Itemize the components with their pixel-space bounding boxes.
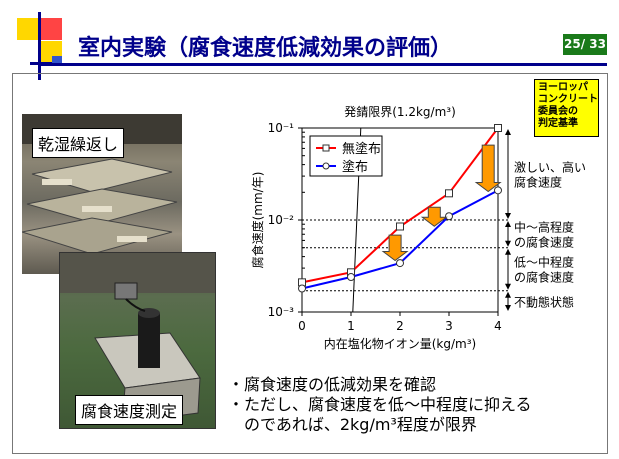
deco-yellow-square (17, 18, 39, 40)
data-point (396, 259, 404, 268)
standard-line: 委員会の (538, 106, 578, 117)
x-tick-label: 3 (445, 319, 453, 333)
data-point (494, 124, 502, 132)
y-tick-label: 10⁻³ (268, 305, 295, 319)
wet-dry-cycle-caption: 乾湿繰返し (32, 128, 125, 158)
band-arrowhead (505, 213, 511, 219)
bullet-line: ・腐食速度の低減効果を確認 (228, 375, 437, 394)
x-tick-label: 0 (298, 319, 306, 333)
band-label: 不動態状態 (514, 294, 574, 309)
legend-marker (322, 144, 330, 152)
band-indicator: 不動態状態 (505, 291, 574, 311)
page-number-badge: 25/ 33 (563, 34, 607, 55)
band-label: の腐食速度 (514, 234, 574, 249)
deco-red-square (40, 18, 62, 40)
deco-blue-bar (38, 12, 41, 80)
data-point (298, 284, 306, 293)
bullet-line: ・ただし、腐食速度を低～中程度に抑える (228, 395, 532, 414)
corrosion-measurement-caption: 腐食速度測定 (75, 395, 184, 425)
deco-blue-square (52, 56, 62, 66)
data-point (494, 186, 502, 195)
band-arrowhead (505, 221, 511, 227)
legend-label: 塗布 (342, 159, 368, 175)
standard-line: ヨーロッパ (538, 82, 588, 93)
standard-line: 判定基準 (538, 118, 578, 129)
band-label: 中～高程度 (514, 219, 574, 234)
band-label: 低～中程度 (514, 255, 574, 270)
x-axis-label: 内在塩化物イオン量(kg/m³) (324, 336, 476, 351)
y-axis-label: 腐食速度(mm/年) (250, 172, 265, 269)
band-arrowhead (505, 240, 511, 247)
x-tick-label: 2 (396, 319, 404, 333)
standard-line: コンクリート (538, 94, 598, 105)
slide-title: 室内実験（腐食速度低減効果の評価） (78, 36, 453, 61)
data-point (445, 212, 453, 221)
data-point (347, 273, 355, 282)
bullet-line: のであれば、2kg/m³程度が限界 (228, 415, 477, 434)
chart-title: 発錆限界(1.2kg/m³) (344, 104, 456, 119)
legend-marker (322, 162, 330, 170)
data-point (445, 189, 453, 198)
x-tick-label: 1 (347, 319, 355, 333)
reduction-arrow (381, 234, 409, 262)
title-underline (40, 63, 607, 66)
x-tick-label: 4 (494, 319, 502, 333)
content-frame (12, 73, 608, 454)
data-point (396, 222, 404, 231)
band-label: 激しい、高い (514, 160, 586, 175)
band-arrowhead (505, 129, 511, 135)
band-arrowhead (505, 248, 511, 255)
european-standard-box: ヨーロッパ コンクリート 委員会の 判定基準 (534, 79, 599, 137)
band-label: の腐食速度 (514, 270, 574, 285)
y-tick-label: 10⁻² (268, 213, 295, 227)
band-label: 腐食速度 (514, 175, 562, 190)
reduction-arrow (420, 206, 448, 227)
band-arrowhead (505, 291, 511, 298)
conclusion-bullets: ・腐食速度の低減効果を確認 ・ただし、腐食速度を低～中程度に抑える のであれば、… (228, 375, 532, 435)
legend-label: 無塗布 (342, 141, 381, 157)
y-tick-label: 10⁻¹ (268, 121, 295, 135)
legend-box (309, 135, 383, 177)
band-arrowhead (505, 283, 511, 290)
band-arrowhead (505, 305, 511, 311)
reduction-arrow (474, 144, 502, 193)
